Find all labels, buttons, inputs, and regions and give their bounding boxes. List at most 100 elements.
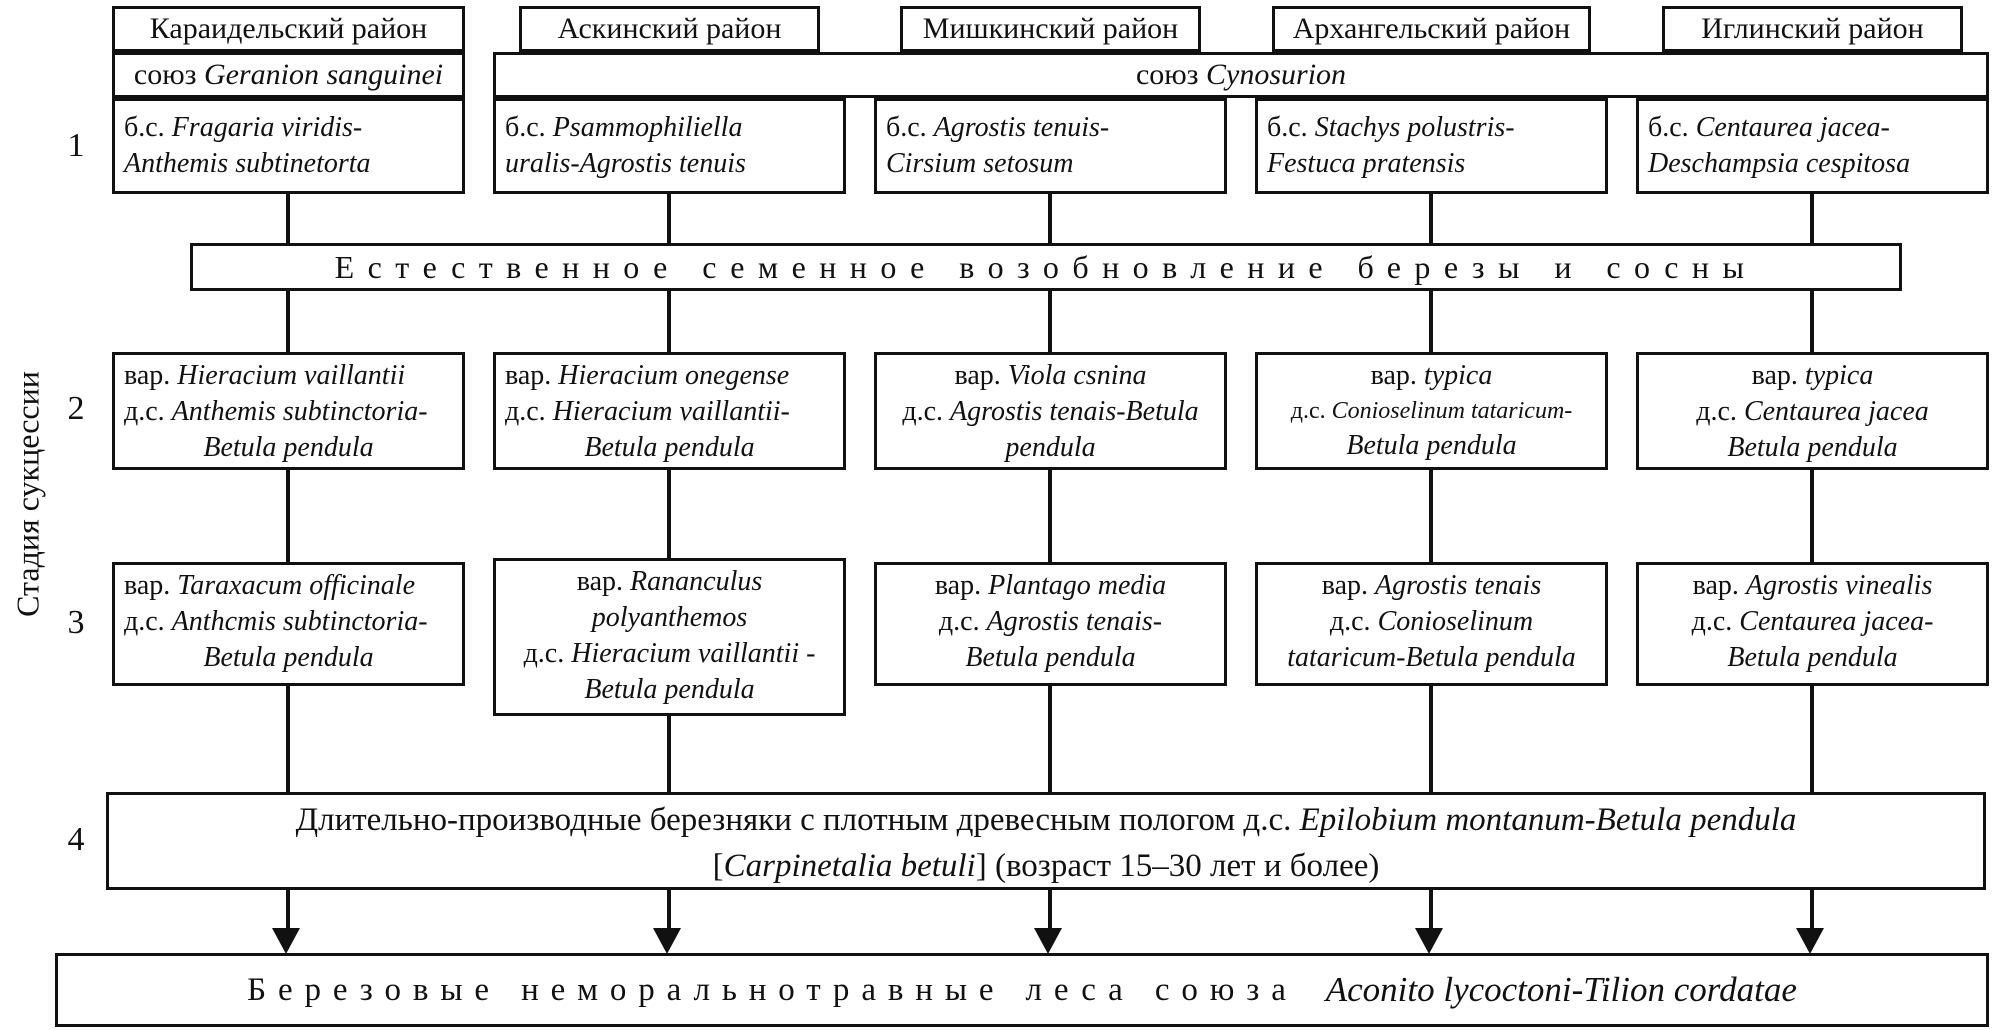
species-name-text: Betula pendula (965, 642, 1136, 673)
arrow-shaft (667, 890, 671, 932)
box-text-line: Anthemis subtinetorta (124, 146, 453, 182)
box-text-line: союз Geranion sanguinei (134, 58, 443, 92)
species-name-text: Anthemis subtinctoria- (171, 396, 428, 427)
label-text: вар. (934, 570, 989, 601)
species-name-text: typica (1423, 360, 1493, 391)
connector-line (667, 716, 671, 792)
box-text-line: вар. Plantago media (886, 568, 1215, 604)
down-arrow-icon (1415, 928, 1443, 954)
district-header-karaidelsky: Караидельский район (112, 6, 465, 52)
box-text-line: Betula pendula (1267, 428, 1596, 464)
arrow-shaft (1429, 890, 1433, 932)
species-name-text: Betula pendula (1727, 432, 1898, 463)
species-name-text: Hieracium vaillantii (177, 360, 406, 391)
stage-number-2: 2 (67, 390, 85, 427)
connector-line (1048, 470, 1052, 562)
label-text: вар. (1370, 360, 1424, 391)
species-name-text: Anthcmis subtinctoria- (171, 606, 428, 637)
succession-axis-label: Стадия сукцессии (9, 371, 46, 617)
species-name-text: Centaurea jacea- (1695, 112, 1890, 143)
box-text-line: вар. Agrostis vinealis (1648, 568, 1977, 604)
regeneration-banner: Естественное семенное возобновление бере… (190, 243, 1902, 291)
connector-line (667, 470, 671, 558)
down-arrow-icon (1034, 928, 1062, 954)
label-text: Длительно-производные березняки с плотны… (295, 802, 1300, 838)
box-text-line: вар. Agrostis tenais (1267, 568, 1596, 604)
species-name-text: Betula pendula (1727, 642, 1898, 673)
species-name-text: Cirsium setosum (886, 148, 1074, 179)
connector-line (1048, 686, 1052, 792)
species-name-text: Plantago media (988, 570, 1167, 601)
label-text: д.с. (505, 396, 553, 427)
species-name-text: Betula pendula (584, 674, 755, 705)
label-text: вар. (1321, 570, 1376, 601)
box-text-line: вар. Hieracium onegense (505, 358, 834, 394)
label-text: б.с. (1267, 112, 1315, 143)
label-text: д.с. (124, 396, 172, 427)
species-name-text: Betula pendula (1346, 430, 1517, 461)
box-text-line: polyanthemos (505, 600, 834, 636)
connector-line (286, 686, 290, 792)
label-text: вар. (576, 566, 631, 597)
box-text-line: д.с. Centaurea jacea- (1648, 604, 1977, 640)
arrow-shaft (1810, 890, 1814, 932)
species-name-text: Agrostis tenais- (986, 606, 1163, 637)
species-name-text: Agrostis tenuis- (933, 112, 1110, 143)
box-text-line: вар. Rananculus (505, 564, 834, 600)
arrow-shaft (1048, 890, 1052, 932)
species-name-text: Conioselinum (1377, 606, 1534, 637)
label-text: вар. (1751, 360, 1805, 391)
box-text-line: pendula (886, 430, 1215, 466)
box-text-line: Betula pendula (505, 672, 834, 708)
stage1-box-col5: б.с. Centaurea jacea-Deschampsia cespito… (1636, 98, 1989, 194)
connector-line (286, 291, 290, 352)
box-text-line: Cirsium setosum (886, 146, 1215, 182)
label-text: вар. (124, 570, 178, 601)
label-text: [ (712, 848, 724, 884)
box-text-line: вар. Viola csnina (886, 358, 1215, 394)
species-name-text: Betula pendula (203, 642, 374, 673)
box-text-line: д.с. Conioselinum tataricum- (1267, 394, 1596, 428)
species-name-text: Festuca pratensis (1267, 148, 1466, 179)
box-text-line: д.с. Hieracium vaillantii - (505, 636, 834, 672)
species-name-text: Carpinetalia betuli (723, 848, 976, 884)
label-text: д.с. (938, 606, 987, 637)
union-box-cynosurion: союз Cynosurion (493, 52, 1989, 98)
species-name-text: Rananculus (630, 566, 763, 597)
species-name-text: Betula pendula (203, 432, 374, 463)
final-banner: Березовые неморальнотравные леса союза A… (55, 953, 1989, 1027)
species-name-text: Taraxacum officinale (177, 570, 416, 601)
species-name-text: Stachys polustris- (1314, 112, 1515, 143)
box-text-line: д.с. Centaurea jacea (1648, 394, 1977, 430)
box-text-line: б.с. Centaurea jacea- (1648, 110, 1977, 146)
stage-number-1: 1 (67, 127, 85, 164)
species-name-text: Agrostis vinealis (1745, 570, 1933, 601)
union-box-geranion: союз Geranion sanguinei (112, 52, 465, 98)
box-text-line: Betula pendula (505, 430, 834, 466)
box-text-line: б.с. Fragaria viridis- (124, 110, 453, 146)
label-text: вар. (505, 360, 559, 391)
connector-line (667, 194, 671, 243)
box-text-line: д.с. Hieracium vaillantii- (505, 394, 834, 430)
label-text: д.с. (124, 606, 172, 637)
district-header-iglinsky: Иглинский район (1662, 6, 1963, 52)
connector-line (1429, 686, 1433, 792)
connector-line (1429, 291, 1433, 352)
label-text: д.с. (523, 638, 572, 669)
species-name-text: Agrostis tenais-Betula (950, 396, 1199, 427)
species-name-text: Viola csnina (1007, 360, 1147, 391)
species-name-text: Psammophiliella (552, 112, 743, 143)
label-text: союз (1135, 58, 1207, 91)
arrow-shaft (286, 890, 290, 932)
stage1-box-col1: б.с. Fragaria viridis-Anthemis subtineto… (112, 98, 465, 194)
down-arrow-icon (653, 928, 681, 954)
species-name-text: Epilobium montanum-Betula pendula (1299, 802, 1797, 838)
stage1-box-col4: б.с. Stachys polustris- Festuca pratensis (1255, 98, 1608, 194)
district-header-mishkinsky: Мишкинский район (900, 6, 1201, 52)
